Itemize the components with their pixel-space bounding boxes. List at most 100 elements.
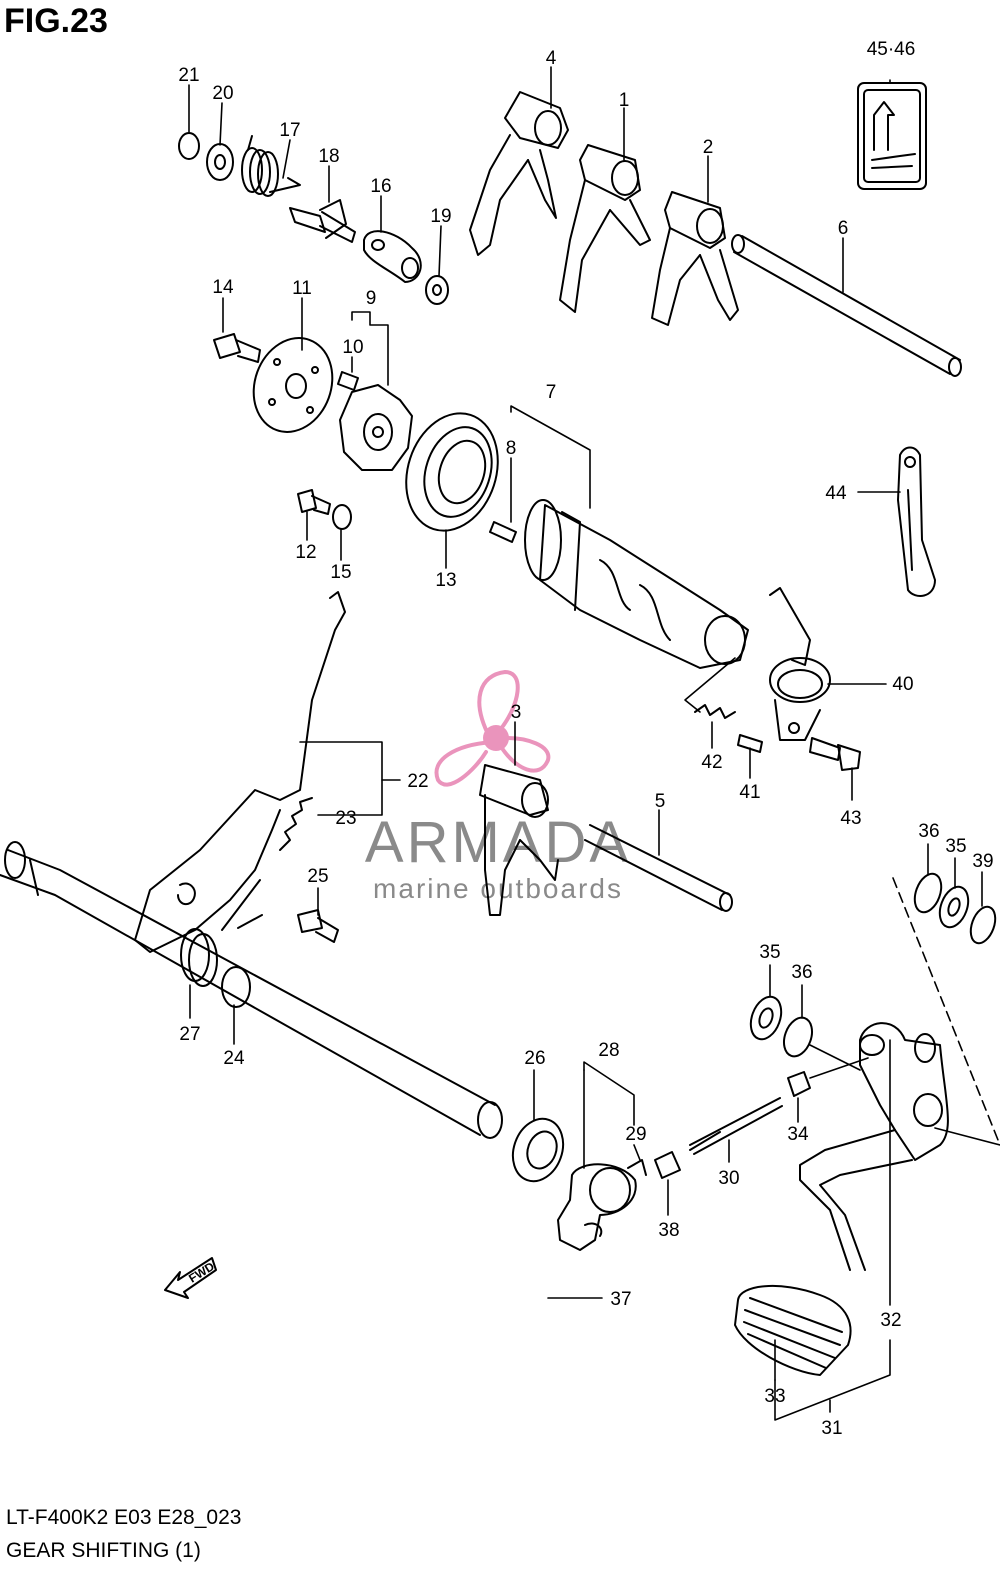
callout-41: 41 — [739, 782, 760, 803]
part-pin-8 — [489, 521, 517, 543]
fwd-arrow-icon: FWD — [164, 1257, 217, 1299]
callout-34: 34 — [787, 1124, 809, 1145]
callout-36-left: 36 — [791, 962, 812, 983]
part-washer-36-left — [782, 1016, 814, 1058]
callout-39: 39 — [972, 851, 993, 872]
part-stopper-40 — [769, 587, 831, 741]
callout-35-right: 35 — [945, 836, 966, 857]
callout-37: 37 — [610, 1289, 631, 1310]
callout-7: 7 — [546, 382, 557, 403]
part-bolt-25 — [297, 909, 339, 943]
callout-24: 24 — [223, 1048, 245, 1069]
part-circlip-39 — [969, 905, 997, 945]
callout-42: 42 — [701, 752, 722, 773]
callout-4: 4 — [546, 48, 557, 69]
callout-27: 27 — [179, 1024, 200, 1045]
callout-21: 21 — [178, 65, 199, 86]
callout-36-right: 36 — [918, 821, 939, 842]
leader-lines — [188, 66, 1000, 1421]
part-seal-26 — [511, 1117, 565, 1183]
callout-20: 20 — [212, 83, 233, 104]
callout-1: 1 — [619, 90, 630, 111]
callout-40: 40 — [892, 674, 913, 695]
callout-38: 38 — [658, 1220, 679, 1241]
part-cam-9 — [339, 384, 413, 471]
callout-32: 32 — [880, 1310, 901, 1331]
figure-name: GEAR SHIFTING (1) — [6, 1539, 201, 1562]
callout-5: 5 — [655, 791, 666, 812]
fwd-badge: FWD — [186, 1259, 217, 1286]
callout-33: 33 — [764, 1386, 785, 1407]
part-fork-1 — [559, 144, 651, 313]
part-shift-arm-22 — [134, 591, 346, 953]
callout-10: 10 — [342, 337, 363, 358]
part-washer-19 — [425, 275, 449, 305]
watermark-tagline: marine outboards — [373, 873, 623, 904]
callout-25: 25 — [307, 866, 328, 887]
callout-3: 3 — [511, 702, 522, 723]
part-cam-drum-7 — [524, 499, 749, 669]
part-arm-28 — [557, 1159, 647, 1251]
callout-44: 44 — [825, 483, 847, 504]
part-shaft-5 — [584, 824, 733, 912]
part-pedal-rubber-33 — [734, 1284, 852, 1376]
callout-19: 19 — [430, 206, 451, 227]
part-washer-15 — [332, 504, 352, 530]
callout-13: 13 — [435, 570, 456, 591]
part-nut-21 — [178, 132, 200, 160]
part-stopper-16 — [363, 230, 422, 283]
part-fork-4 — [469, 91, 569, 256]
callout-17: 17 — [279, 120, 300, 141]
part-washer-36-right — [913, 872, 943, 914]
part-label-45-46 — [857, 82, 927, 190]
callout-9: 9 — [366, 288, 377, 309]
part-bolt-18 — [289, 199, 356, 243]
part-washer-20 — [206, 143, 234, 181]
part-nut-34 — [787, 1071, 811, 1097]
callout-11: 11 — [292, 278, 312, 299]
part-drawings: FWD — [0, 82, 997, 1376]
part-washer-35-right — [938, 885, 970, 929]
part-bolt-14 — [213, 333, 261, 363]
callout-15: 15 — [330, 562, 351, 583]
part-spring-23 — [279, 797, 313, 851]
callout-14: 14 — [212, 277, 234, 298]
callout-18: 18 — [318, 146, 339, 167]
part-bearing-13 — [405, 412, 499, 532]
part-spring-17 — [241, 135, 301, 197]
part-shaft-6 — [731, 234, 962, 377]
callout-8: 8 — [506, 438, 517, 459]
callout-12: 12 — [295, 542, 316, 563]
part-guide-44 — [897, 446, 936, 597]
part-rod-30 — [689, 1097, 783, 1155]
callout-2: 2 — [703, 137, 714, 158]
watermark: ARMADA marine outboards — [365, 670, 631, 904]
callout-43: 43 — [840, 808, 861, 829]
callout-16: 16 — [370, 176, 391, 197]
callout-26: 26 — [524, 1048, 545, 1069]
part-washer-35-left — [749, 995, 783, 1041]
part-fork-2 — [651, 191, 739, 326]
callout-45-46: 45·46 — [867, 39, 916, 60]
figure-code: LT-F400K2 E03 E28_023 — [6, 1506, 242, 1529]
callout-23: 23 — [335, 808, 356, 829]
callout-28: 28 — [598, 1040, 619, 1061]
part-shift-shaft-24 — [0, 841, 503, 1139]
figure-title: FIG.23 — [4, 2, 108, 40]
callout-30: 30 — [718, 1168, 739, 1189]
callout-35-left: 35 — [759, 942, 780, 963]
part-fork-3 — [479, 764, 559, 916]
part-pin-10 — [337, 371, 359, 391]
part-pin-41 — [737, 734, 763, 753]
part-spring-42 — [694, 704, 736, 719]
part-gearshift-lever-32 — [799, 1022, 949, 1271]
callout-22: 22 — [407, 771, 428, 792]
callout-6: 6 — [838, 218, 849, 239]
callout-labels: 21 20 17 18 16 19 4 1 2 6 45·46 14 11 9 … — [178, 39, 993, 1439]
part-bolt-12 — [297, 489, 331, 515]
part-bolt-43 — [809, 737, 861, 771]
callout-29: 29 — [625, 1124, 646, 1145]
watermark-brand: ARMADA — [365, 810, 631, 875]
callout-31: 31 — [821, 1418, 842, 1439]
